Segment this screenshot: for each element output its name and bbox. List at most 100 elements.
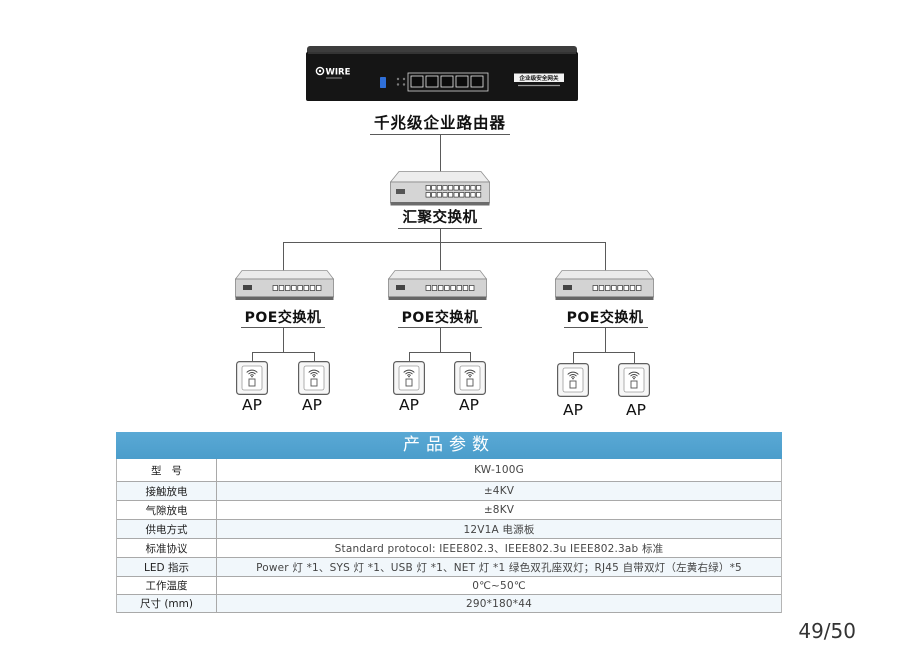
aggregation-switch-device (389, 171, 491, 207)
network-port (425, 192, 431, 198)
network-port (605, 285, 611, 291)
switch-indicator (396, 189, 405, 194)
wifi-dot (469, 375, 471, 378)
ap-port-square (248, 378, 256, 387)
switch-base (390, 202, 490, 206)
spec-table-title: 产品参数 (116, 432, 782, 459)
router-device: WIRE 企业级安全网关 (306, 46, 578, 102)
table-row: LED 指示 Power 灯 *1、SYS 灯 *1、USB 灯 *1、NET … (117, 558, 781, 577)
poe-switch-top-face (234, 270, 335, 280)
poe-switch-icon (554, 270, 655, 300)
spec-value: Standard protocol: IEEE802.3、IEEE802.3u … (334, 542, 664, 555)
ap-label: AP (459, 396, 479, 414)
usb-port (380, 77, 386, 88)
wifi-icon (246, 369, 258, 376)
switch-ports-bottom-row (425, 192, 482, 198)
poe-switch-indicator (563, 285, 572, 290)
access-point-device (236, 361, 268, 395)
panel-label-text: 企业级安全网关 (518, 74, 559, 82)
poe-switch-device (387, 270, 488, 301)
network-port (623, 285, 629, 291)
wifi-access-point-icon (298, 361, 330, 395)
router-label: 千兆级企业路由器 (373, 114, 506, 132)
wifi-arc (628, 371, 640, 375)
network-port (431, 285, 438, 291)
label-plate-background (514, 73, 564, 82)
wifi-access-point-icon (557, 363, 589, 397)
ap-label: AP (242, 396, 262, 414)
wifi-arc (569, 374, 577, 377)
spec-name: 型 号 (117, 459, 217, 481)
table-row: 尺寸 (mm) 290*180*44 (117, 595, 781, 613)
wifi-arc (310, 372, 318, 375)
wifi-icon (567, 371, 579, 378)
table-row: 供电方式 12V1A 电源板 (117, 520, 781, 539)
wifi-arc (250, 374, 254, 376)
network-port (448, 185, 454, 191)
network-port (316, 285, 322, 291)
logo-text: WIRE (326, 67, 351, 77)
rj45-ports (410, 75, 484, 88)
spec-table-body: 型 号 KW-100G 接触放电 ±4KV 气隙放电 ±8KV 供电方式 12V… (116, 459, 782, 613)
network-port (629, 285, 636, 291)
network-port (297, 285, 303, 291)
wifi-arc (466, 372, 474, 375)
wifi-arc (407, 374, 411, 376)
access-point-device (298, 361, 330, 395)
spec-value: ±8KV (483, 504, 515, 516)
ap-port-square (569, 380, 577, 389)
network-port (464, 185, 470, 191)
spec-value: 290*180*44 (466, 597, 532, 610)
network-port (476, 192, 482, 198)
spec-value: 12V1A 电源板 (463, 523, 535, 536)
table-row: 气隙放电 ±8KV (117, 501, 781, 520)
table-row: 标准协议 Standard protocol: IEEE802.3、IEEE80… (117, 539, 781, 558)
network-port (410, 75, 424, 88)
network-port (444, 285, 450, 291)
network-port (436, 185, 442, 191)
ap-port-square (466, 378, 474, 387)
wifi-dot (313, 375, 315, 378)
wifi-icon (403, 369, 415, 376)
spec-table: 产品参数 型 号 KW-100G 接触放电 ±4KV 气隙放电 ±8KV 供电方… (116, 432, 782, 613)
network-port (425, 75, 439, 88)
wifi-arc (464, 369, 476, 373)
spec-name: 标准协议 (117, 539, 217, 557)
switch-icon (389, 171, 491, 206)
wifi-icon (308, 369, 320, 376)
network-port (431, 185, 437, 191)
ap-port-square (630, 380, 638, 389)
wifi-arc (405, 372, 413, 375)
network-port (431, 192, 437, 198)
network-port (448, 192, 454, 198)
router-icon: WIRE 企业级安全网关 (306, 46, 578, 101)
network-port (442, 192, 448, 198)
network-port (476, 185, 482, 191)
poe-switch-label: POE交换机 (244, 310, 322, 326)
network-port (303, 285, 309, 291)
spec-name: LED 指示 (117, 558, 217, 576)
network-port (442, 185, 448, 191)
poe-switch-device (554, 270, 655, 301)
poe-switch-icon (387, 270, 488, 300)
table-row: 工作温度 0℃~50℃ (117, 577, 781, 595)
poe-switch-indicator (243, 285, 252, 290)
wifi-access-point-icon (236, 361, 268, 395)
poe-switch-ports (425, 285, 475, 291)
access-point-device (393, 361, 425, 395)
poe-switch-ports (592, 285, 642, 291)
switch-top-face (389, 171, 491, 183)
wifi-arc (567, 371, 579, 375)
status-led (396, 77, 400, 81)
poe-switch-base (388, 296, 487, 300)
wifi-arc (571, 376, 575, 378)
wifi-dot (408, 375, 410, 378)
network-port (291, 285, 297, 291)
network-port (285, 285, 291, 291)
spec-value: KW-100G (474, 464, 524, 476)
wifi-arc (312, 374, 316, 376)
network-port (469, 285, 475, 291)
wifi-arc (248, 372, 256, 375)
brand-logo: WIRE (315, 66, 351, 79)
wifi-icon (464, 369, 476, 376)
